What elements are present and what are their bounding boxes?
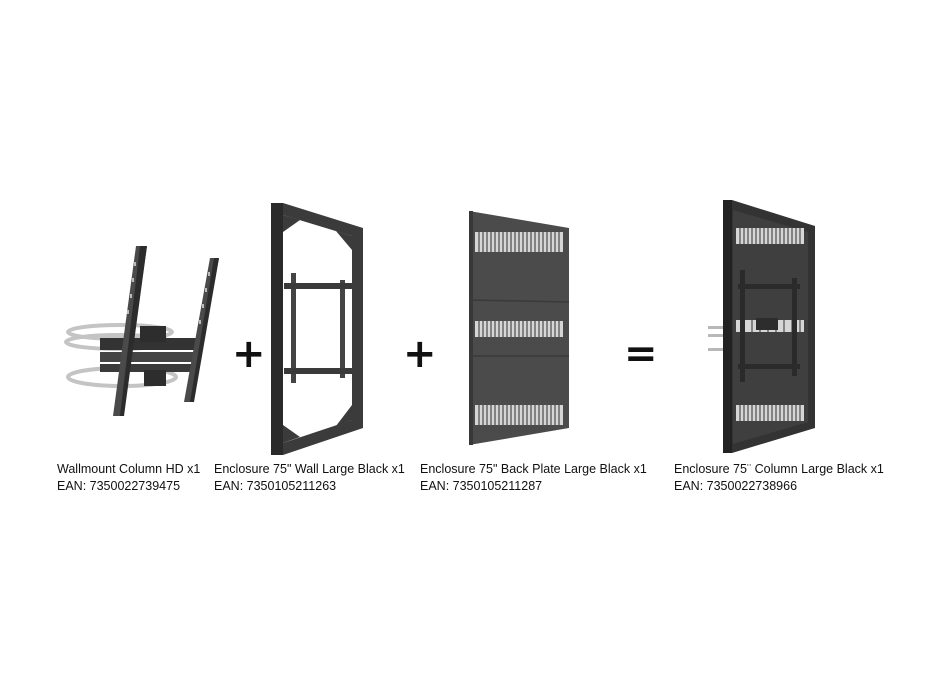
product-caption-1: Wallmount Column HD x1 EAN: 735002273947… [57, 461, 200, 495]
product-name: Enclosure 75" Wall Large Black x1 [214, 462, 405, 476]
plus-operator-2: + [403, 331, 437, 377]
product-name: Enclosure 75" Back Plate Large Black x1 [420, 462, 647, 476]
product-caption-3: Enclosure 75" Back Plate Large Black x1 … [420, 461, 647, 495]
product-caption-2: Enclosure 75" Wall Large Black x1 EAN: 7… [214, 461, 405, 495]
plus-operator-1: + [232, 331, 266, 377]
equals-operator: = [624, 331, 658, 377]
product-ean: EAN: 7350105211263 [214, 479, 337, 493]
product-ean: EAN: 7350105211287 [420, 479, 543, 493]
product-ean: EAN: 7350022739475 [57, 479, 181, 493]
product-ean: EAN: 7350022738966 [674, 479, 798, 493]
product-name: Enclosure 75¨ Column Large Black x1 [674, 462, 884, 476]
product-name: Wallmount Column HD x1 [57, 462, 201, 476]
product-caption-4: Enclosure 75¨ Column Large Black x1 EAN:… [674, 461, 884, 495]
